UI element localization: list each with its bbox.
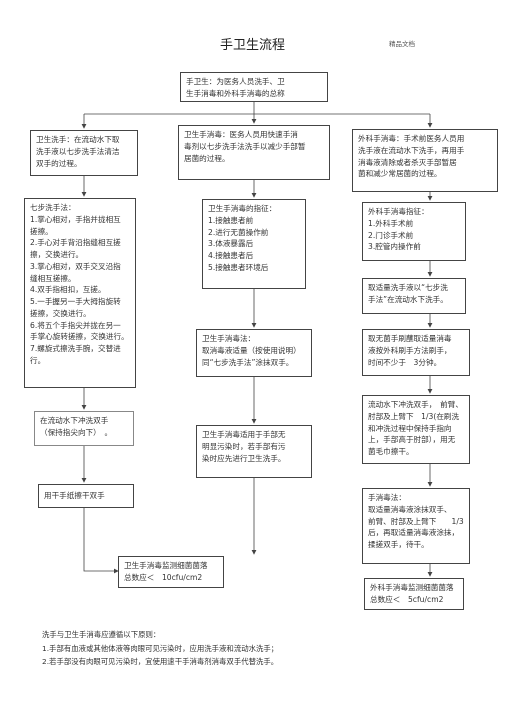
node-seven-step-method: 七步洗手法： 1.掌心相对，手指并拢相互搓擦。 2.手心对手背沿指缝相互搓擦，交换进…: [24, 198, 136, 388]
node-surgical-definition-line: 消毒液清除或者杀灭手部暂居: [358, 157, 457, 167]
node-surgical-indications-line: 外科手消毒指征：: [368, 207, 429, 216]
node-disinfect-indications-line: 4.接触患者后: [208, 251, 254, 261]
node-monitor-hygiene: 卫生手消毒监测细菌菌落总数应＜ 10cfu/cm2: [118, 556, 224, 588]
node-surgical-step-rinse-line: 流动水下冲洗双手， 前臂、: [368, 400, 463, 409]
node-surgical-step-brush-line: 时间不少于 3分钟。: [368, 357, 442, 367]
node-seven-step-method-line: 擦，交换进行。: [30, 250, 84, 260]
principles-notes: 洗手与卫生手消毒应遵循以下原则： 1.手部有血液或其他体液等肉眼可见污染时，应用…: [42, 628, 278, 669]
node-monitor-hygiene-line: 总数应＜ 10cfu/cm2: [124, 572, 203, 582]
node-handwash-definition-line: 双手的过程。: [36, 158, 82, 168]
node-monitor-surgical-line: 外科手消毒监测细菌菌落: [370, 583, 454, 592]
notes-heading: 洗手与卫生手消毒应遵循以下原则：: [42, 630, 161, 639]
node-seven-step-method-line: 3.掌心相对，双手交叉沿指: [30, 261, 121, 271]
node-surgical-step-brush: 取无菌手刷蘸取适量消毒液按外科刷手方法刷手， 时间不少于 3分钟。: [362, 329, 470, 376]
node-surgical-indications: 外科手消毒指征： 1.外科手术前 2.门诊手术前 3.腔管内操作前: [362, 202, 466, 261]
node-seven-step-method-line: 2.手心对手背沿指缝相互搓: [30, 238, 121, 248]
page-title: 手卫生流程: [219, 38, 285, 53]
node-surgical-step-rinse-line: 和冲洗过程中保持手指向: [368, 423, 452, 433]
node-disinfect-note-line: 卫生手消毒适用于手部无: [202, 430, 286, 439]
node-surgical-step-rinse-line: 肘部及上臂下 1/3(在刷洗: [368, 411, 460, 421]
node-seven-step-method-line: 缝相互搓擦。: [30, 273, 76, 283]
node-rinse-hands-line: 在流动水下冲洗双手: [40, 416, 109, 425]
node-handwash-definition: 卫生洗手：在流动水下取洗手液以七步洗手法清洁双手的过程。: [30, 130, 138, 176]
node-disinfect-indications-line: 1.接触患者前: [208, 215, 254, 225]
node-seven-step-method-line: 手掌心旋转搓擦，交换进行。: [30, 332, 129, 342]
node-disinfect-definition-line: 毒剂以七步洗手法洗手以减少手部暂: [184, 141, 306, 151]
node-seven-step-method-line: 行。: [30, 355, 46, 365]
node-disinfect-indications-line: 3.体液暴露后: [208, 239, 254, 249]
notes-item-2: 2.若手部没有肉眼可见污染时，宜使用速干手消毒剂消毒双手代替洗手。: [42, 657, 279, 667]
connector-dry-monitor: [83, 508, 119, 574]
node-seven-step-method-line: 1.掌心相对，手指并拢相互: [30, 214, 121, 224]
node-seven-step-method-line: 搓擦，交换进行。: [30, 308, 91, 318]
node-disinfect-method-line: 卫生手消毒法：: [202, 334, 256, 343]
node-disinfect-indications-line: 卫生手消毒的指征：: [208, 204, 277, 213]
node-surgical-step-brush-line: 取无菌手刷蘸取适量消毒: [368, 334, 452, 343]
node-dry-hands-line: 用干手纸擦干双手: [44, 491, 105, 500]
node-surgical-definition-line: 洗手液在流动水下洗手，再用手: [358, 145, 465, 155]
node-seven-step-method-line: 7.螺旋式擦洗手腕，交替进: [30, 344, 121, 354]
node-surgical-step-rinse: 流动水下冲洗双手， 前臂、肘部及上臂下 1/3(在刷洗和冲洗过程中保持手指向上，…: [362, 395, 470, 464]
node-rinse-hands-line: （保持指尖向下） 。: [40, 427, 113, 437]
node-definition: 手卫生：为医务人员洗手、卫生手消毒和外科手消毒的总称: [180, 72, 328, 102]
node-monitor-surgical: 外科手消毒监测细菌菌落总数应＜ 5cfu/cm2: [364, 578, 464, 610]
node-handwash-definition-line: 洗手液以七步洗手法清洁: [36, 146, 120, 156]
node-surgical-indications-line: 3.腔管内操作前: [368, 242, 421, 252]
node-surgical-definition-line: 菌和减少常居菌的过程。: [358, 169, 442, 179]
node-surgical-indications-line: 1.外科手术前: [368, 218, 414, 228]
node-monitor-surgical-line: 总数应＜ 5cfu/cm2: [370, 594, 444, 604]
node-disinfect-definition-line: 卫生手消毒：医务人员用快速手消: [184, 130, 298, 139]
node-disinfect-indications-line: 2.进行无菌操作前: [208, 227, 269, 237]
node-disinfect-indications-line: 5.接触患者环境后: [208, 262, 269, 272]
node-rinse-hands: 在流动水下冲洗双手 （保持指尖向下） 。: [34, 411, 134, 446]
node-surgical-step-rinse-line: 菌毛巾擦干。: [368, 447, 414, 457]
node-disinfect-note: 卫生手消毒适用于手部无明显污染时，若手部有污染时应先进行卫生洗手。: [196, 425, 312, 478]
node-disinfect-method-line: 取消毒液适量（按使用说明）: [202, 345, 301, 355]
node-surgical-step-wash-line: 取适量洗手液以“七步洗: [368, 283, 448, 292]
node-seven-step-method-line: 4.双手指相扣，互搓。: [30, 285, 106, 295]
node-surgical-definition-line: 外科手消毒：手术前医务人员用: [358, 134, 465, 143]
node-surgical-hand-disinfect-line: 取适量消毒液涂抹双手、: [368, 504, 452, 514]
node-disinfect-definition: 卫生手消毒：医务人员用快速手消毒剂以七步洗手法洗手以减少手部暂居菌的过程。: [178, 125, 330, 180]
node-handwash-definition-line: 卫生洗手：在流动水下取: [36, 135, 120, 144]
node-definition-line: 生手消毒和外科手消毒的总称: [186, 88, 285, 98]
watermark: 精品文档: [389, 40, 415, 48]
node-seven-step-method-line: 6.将五个手指尖并拢在另一: [30, 320, 121, 330]
node-disinfect-method: 卫生手消毒法： 取消毒液适量（按使用说明） 同“七步洗手法”涂抹双手。: [196, 329, 312, 377]
node-surgical-step-wash-line: 手法”在流动水下洗手。: [368, 294, 448, 304]
node-seven-step-method-line: 5.一手握另一手大拇指旋转: [30, 297, 121, 307]
notes-item-1: 1.手部有血液或其他体液等肉眼可见污染时，应用洗手液和流动水洗手；: [42, 643, 279, 653]
node-surgical-step-rinse-line: 上，手部高于肘部），用无: [368, 435, 456, 445]
node-disinfect-definition-line: 居菌的过程。: [184, 153, 230, 163]
node-surgical-hand-disinfect-line: 前臂、肘部及上臂下 1/3: [368, 516, 464, 526]
node-surgical-hand-disinfect: 手消毒法： 取适量消毒液涂抹双手、前臂、肘部及上臂下 1/3 后，再取适量消毒液涂抹…: [362, 488, 470, 564]
node-seven-step-method-line: 搓擦。: [30, 226, 53, 236]
node-surgical-indications-line: 2.门诊手术前: [368, 230, 414, 240]
node-surgical-step-wash: 取适量洗手液以“七步洗手法”在流动水下洗手。: [362, 278, 466, 314]
node-surgical-hand-disinfect-line: 后，再取适量消毒液涂抹，: [368, 528, 460, 538]
node-disinfect-note-line: 染时应先进行卫生洗手。: [202, 453, 286, 463]
node-seven-step-method-line: 七步洗手法：: [30, 203, 76, 212]
node-disinfect-note-line: 明显污染时，若手部有污: [202, 441, 286, 451]
node-definition-line: 手卫生：为医务人员洗手、卫: [186, 77, 285, 86]
node-disinfect-method-line: 同“七步洗手法”涂抹双手。: [202, 357, 294, 367]
node-surgical-hand-disinfect-line: 手消毒法：: [368, 493, 406, 502]
node-surgical-hand-disinfect-line: 揉搓双手，待干。: [368, 540, 429, 550]
node-surgical-definition: 外科手消毒：手术前医务人员用洗手液在流动水下洗手，再用手消毒液清除或者杀灭手部暂…: [352, 129, 498, 192]
node-surgical-step-brush-line: 液按外科刷手方法刷手，: [368, 345, 452, 355]
node-monitor-hygiene-line: 卫生手消毒监测细菌菌落: [124, 561, 208, 570]
node-dry-hands: 用干手纸擦干双手: [38, 484, 134, 508]
